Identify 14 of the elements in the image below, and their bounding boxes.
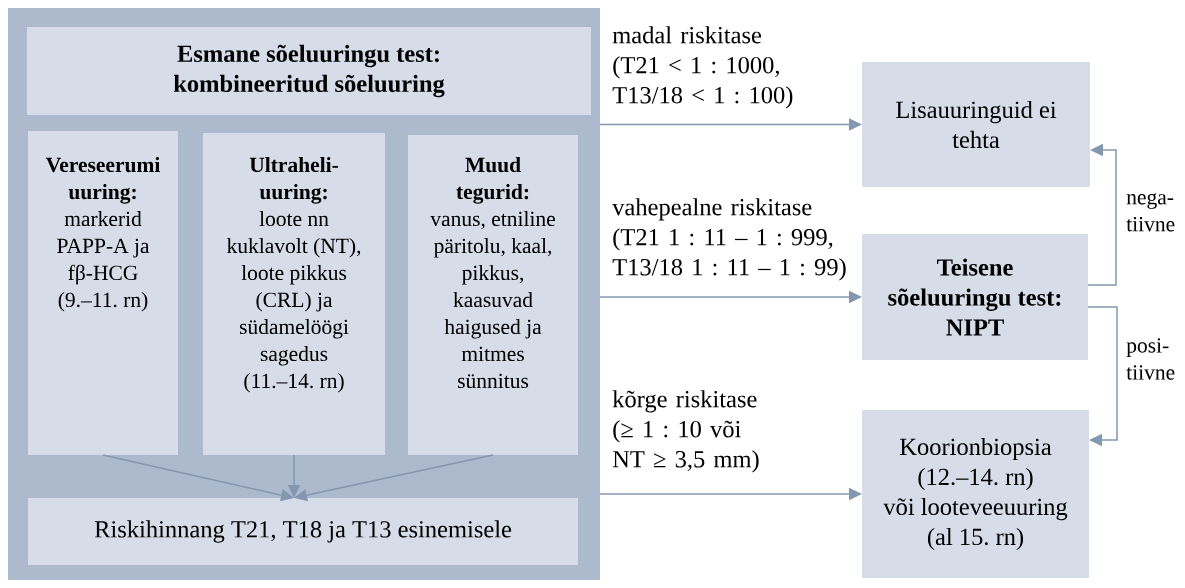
edge-label: nega-tiivne — [1126, 193, 1175, 232]
result-box: Riskihinnang T21, T18 ja T13 esinemisele — [28, 498, 578, 565]
process-box: Muud tegurid: vanus, etniline päritolu, kaal, pikkus, kaasuvad haigused ja mitmes sünnitus — [408, 135, 578, 455]
edge-label: vahepealne riskitase (T21 1 : 11 – 1 : 999, T13/18 1 : 11 – 1 : 99) — [612, 198, 846, 281]
process-box: Teisene sõeluuringu test: NIPT — [862, 234, 1088, 360]
arrow — [1087, 306, 1118, 447]
edge-label: posi-tiivne — [1126, 338, 1175, 380]
process-box: Vereseerumi uuring: markerid PAPP-A ja fβ-HCG (9.–11. rn) — [28, 131, 178, 455]
outcome-box: Lisauuringuid ei tehta — [862, 62, 1090, 187]
header-box: Esmane sõeluuringu test: kombineeritud sõeluuring — [27, 27, 591, 115]
outcome-box: Koorionbiopsia (12.–14. rn) või looteveeuuring (al 15. rn) — [862, 410, 1089, 578]
process-box: Ultraheli-uuring: loote nn kuklavolt (NT), loote pikkus (CRL) ja südamelöögi sagedus (11.–14. rn) — [203, 133, 385, 455]
edge-label: kõrge riskitase (≥ 1 : 10 või NT ≥ 3,5 mm) — [612, 390, 759, 473]
edge-label: madal riskitase (T21 < 1 : 1000, T13/18 < 1 : 100) — [612, 26, 793, 109]
